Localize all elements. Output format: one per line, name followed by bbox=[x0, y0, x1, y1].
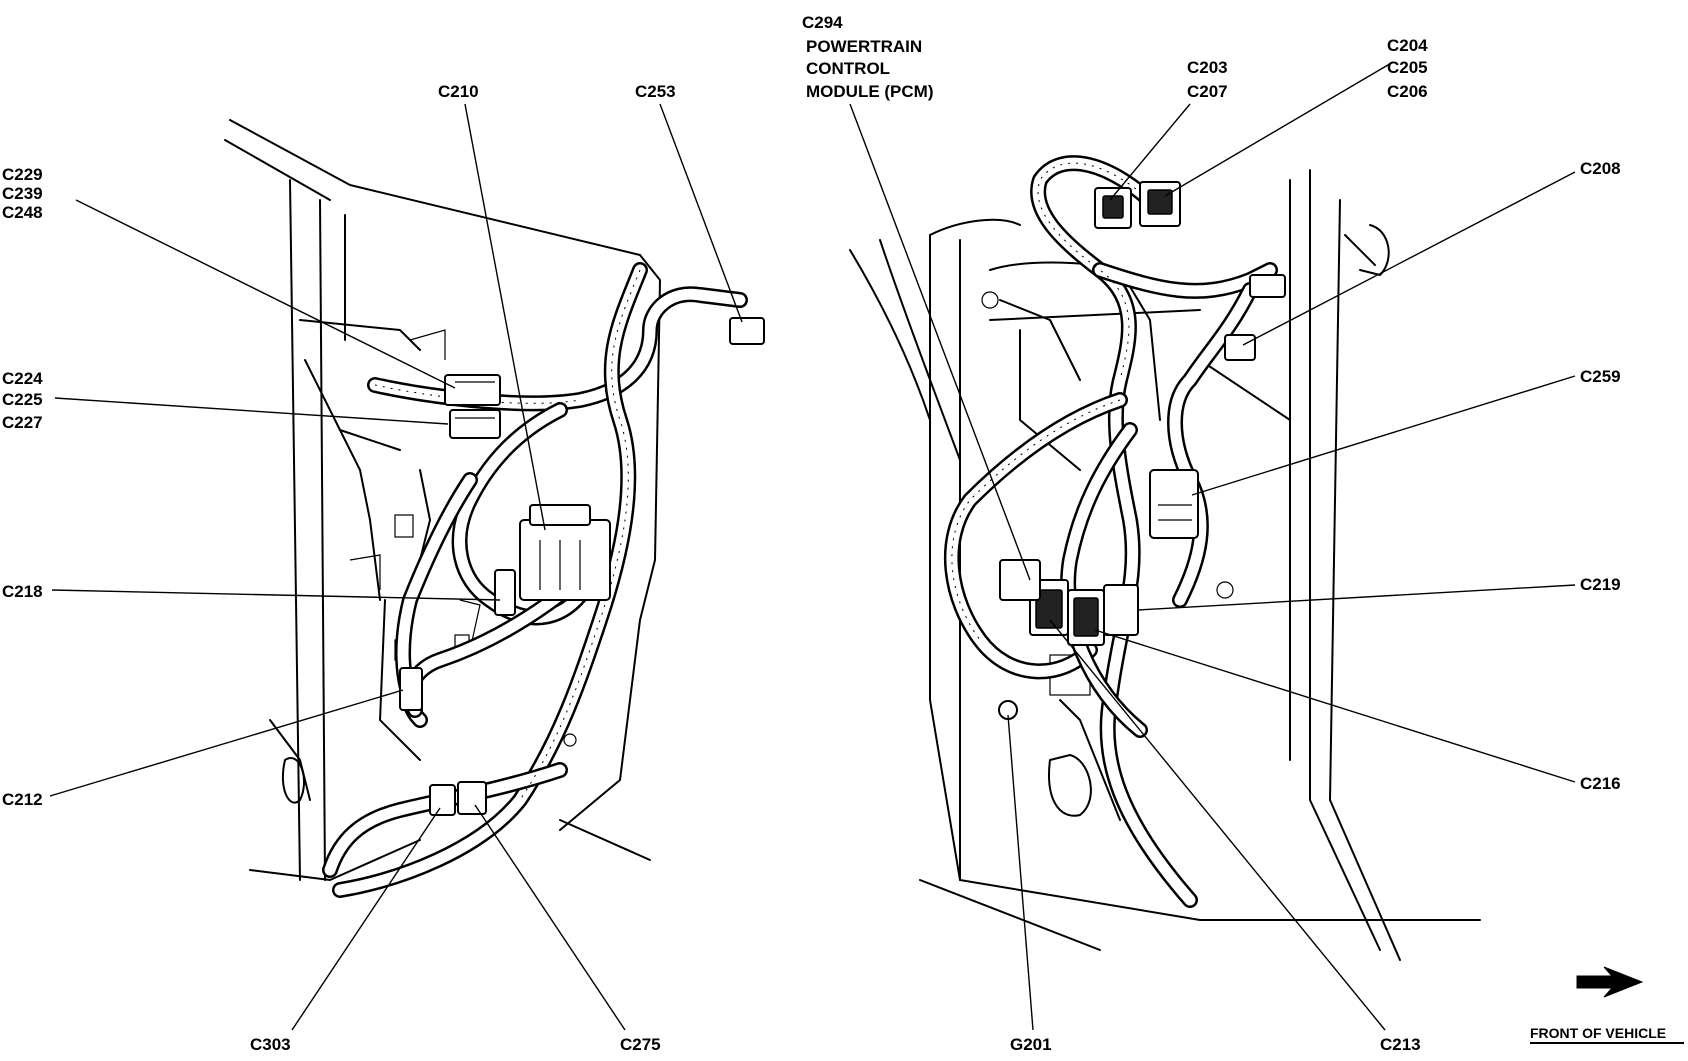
connector-c218-block bbox=[494, 569, 516, 616]
label-c253: C253 bbox=[635, 82, 676, 101]
right-body-panel bbox=[849, 169, 1481, 961]
connector-c210-block bbox=[519, 519, 611, 601]
label-c212: C212 bbox=[2, 790, 43, 809]
label-pcm-line3: MODULE (PCM) bbox=[806, 82, 933, 101]
label-c206: C206 bbox=[1387, 82, 1428, 101]
leader-lines bbox=[49, 61, 1576, 1031]
label-g201: G201 bbox=[1010, 1035, 1052, 1054]
label-c239: C239 bbox=[2, 184, 43, 203]
front-of-vehicle-arrow-icon bbox=[1530, 966, 1684, 1044]
label-c224: C224 bbox=[2, 369, 43, 388]
connector-c259-block bbox=[1149, 469, 1199, 539]
label-c213: C213 bbox=[1380, 1035, 1421, 1054]
label-c227: C227 bbox=[2, 413, 43, 432]
label-c216: C216 bbox=[1580, 774, 1621, 793]
label-c294: C294 bbox=[802, 13, 843, 32]
connector-c208-block bbox=[1224, 334, 1256, 361]
connector-labels: C229 C239 C248 C224 C225 C227 C218 C212 … bbox=[2, 13, 1666, 1054]
label-c275: C275 bbox=[620, 1035, 661, 1054]
left-connectors bbox=[399, 317, 765, 816]
label-c203: C203 bbox=[1187, 58, 1228, 77]
label-c219: C219 bbox=[1580, 575, 1621, 594]
label-c218: C218 bbox=[2, 582, 43, 601]
connector-c224-block bbox=[449, 409, 501, 439]
label-c248: C248 bbox=[2, 203, 43, 222]
label-c207: C207 bbox=[1187, 82, 1228, 101]
left-body-panel bbox=[224, 119, 661, 881]
connector-c212-block bbox=[399, 667, 423, 711]
connector-c219-block bbox=[1103, 584, 1139, 636]
connector-c253-block bbox=[729, 317, 765, 345]
label-c225: C225 bbox=[2, 390, 43, 409]
label-c204: C204 bbox=[1387, 36, 1428, 55]
label-pcm-line2: CONTROL bbox=[806, 59, 890, 78]
connector-c229-block bbox=[444, 374, 501, 406]
pcm-connector-block bbox=[999, 559, 1041, 601]
label-c259: C259 bbox=[1580, 367, 1621, 386]
label-pcm-line1: POWERTRAIN bbox=[806, 37, 922, 56]
connector-c275-block bbox=[457, 781, 487, 815]
right-wire-harness bbox=[943, 155, 1278, 908]
label-c205: C205 bbox=[1387, 58, 1428, 77]
connector-c303-block bbox=[429, 784, 456, 816]
label-c303: C303 bbox=[250, 1035, 291, 1054]
label-c229: C229 bbox=[2, 165, 43, 184]
label-front-of-vehicle: FRONT OF VEHICLE bbox=[1530, 1025, 1666, 1041]
label-c210: C210 bbox=[438, 82, 479, 101]
label-c208: C208 bbox=[1580, 159, 1621, 178]
right-connectors bbox=[998, 181, 1286, 720]
